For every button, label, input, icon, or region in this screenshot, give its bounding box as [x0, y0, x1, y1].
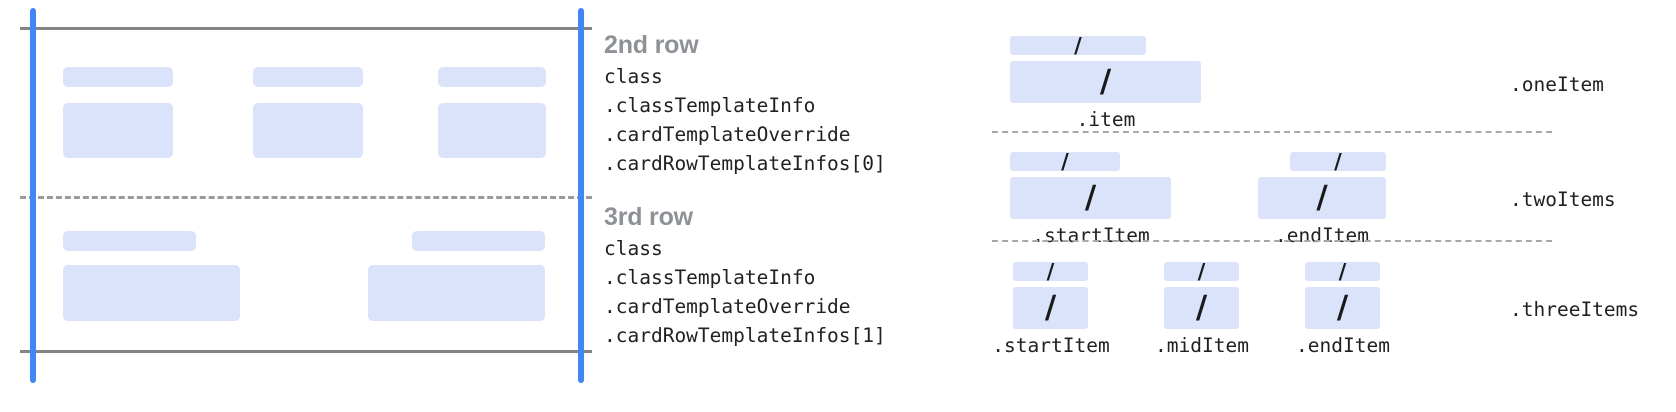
- code-line: .cardRowTemplateInfos[0]: [604, 152, 886, 175]
- item-cap-placeholder: /: [1013, 259, 1088, 283]
- placeholder-cap: [63, 67, 173, 87]
- slash-icon: /: [1336, 289, 1349, 326]
- row-heading: 2nd row: [604, 31, 699, 59]
- code-line: .cardTemplateOverride: [604, 123, 851, 146]
- row-heading: 3rd row: [604, 203, 693, 231]
- slash-icon: /: [1084, 179, 1097, 216]
- item-body-placeholder: /: [1010, 61, 1201, 103]
- item-template-diagram: //.item.oneItem //.startItem//.endItem.t…: [990, 0, 1676, 412]
- item-cap-placeholder: /: [1305, 259, 1380, 283]
- code-line: class: [604, 65, 663, 88]
- card-row-template-diagram: [0, 0, 592, 412]
- item-body-placeholder: /: [1164, 287, 1239, 329]
- item-group-label: .threeItems: [1510, 298, 1640, 321]
- row-annotation-column: 2nd row class .classTemplateInfo .cardTe…: [604, 0, 984, 412]
- slash-icon: /: [1338, 259, 1347, 283]
- code-line: .classTemplateInfo: [604, 266, 816, 289]
- slash-icon: /: [1044, 289, 1057, 326]
- annotation-block-2nd-row: 2nd row class .classTemplateInfo .cardTe…: [604, 28, 886, 178]
- item-cap-placeholder: /: [1010, 33, 1146, 57]
- card-row-divider: [20, 196, 592, 199]
- item-slot-label: .startItem: [992, 334, 1110, 357]
- code-line: class: [604, 237, 663, 260]
- card-right-edge-marker: [578, 8, 584, 383]
- placeholder-body: [368, 265, 545, 321]
- annotation-block-3rd-row: 3rd row class .classTemplateInfo .cardTe…: [604, 200, 886, 350]
- slash-icon: /: [1074, 33, 1082, 57]
- row-code-path: class .classTemplateInfo .cardTemplateOv…: [604, 62, 886, 178]
- code-line: .cardRowTemplateInfos[1]: [604, 324, 886, 347]
- slash-icon: /: [1046, 259, 1055, 283]
- slash-icon: /: [1195, 289, 1208, 326]
- slash-icon: /: [1316, 179, 1328, 216]
- item-cap-placeholder: /: [1164, 259, 1239, 283]
- row-code-path: class .classTemplateInfo .cardTemplateOv…: [604, 234, 886, 350]
- item-slot-label: .endItem: [1296, 334, 1390, 357]
- item-slot-label: .item: [1076, 108, 1136, 131]
- item-cap-placeholder: /: [1010, 149, 1120, 173]
- item-group-one-item: / / .item .oneItem: [990, 24, 1676, 134]
- slash-icon: /: [1061, 149, 1069, 173]
- item-group-label: .oneItem: [1510, 73, 1604, 96]
- item-cap-placeholder: /: [1290, 149, 1386, 173]
- slash-icon: /: [1334, 149, 1342, 173]
- card-top-border: [20, 27, 592, 30]
- item-slot-label: .startItem: [1032, 224, 1150, 247]
- code-line: .classTemplateInfo: [604, 94, 816, 117]
- placeholder-cap: [438, 67, 546, 87]
- item-slot-label: .midItem: [1155, 334, 1249, 357]
- slash-icon: /: [1099, 63, 1112, 100]
- placeholder-cap: [63, 231, 196, 251]
- item-body-placeholder: /: [1010, 177, 1171, 219]
- placeholder-body: [438, 103, 546, 158]
- placeholder-body: [63, 103, 173, 158]
- item-group-label: .twoItems: [1510, 188, 1616, 211]
- card-bottom-border: [20, 350, 592, 353]
- item-group-separator: [992, 240, 1552, 242]
- placeholder-cap: [412, 231, 545, 251]
- slash-icon: /: [1197, 259, 1206, 283]
- placeholder-body: [253, 103, 363, 158]
- item-group-three-items: / / .startItem / / .midItem / / .endItem .threeIt…: [990, 250, 1676, 360]
- item-body-placeholder: /: [1013, 287, 1088, 329]
- placeholder-cap: [253, 67, 363, 87]
- item-group-separator: [992, 131, 1552, 133]
- code-line: .cardTemplateOverride: [604, 295, 851, 318]
- card-left-edge-marker: [30, 8, 36, 383]
- item-slot-label: .endItem: [1275, 224, 1369, 247]
- item-body-placeholder: /: [1258, 177, 1386, 219]
- placeholder-body: [63, 265, 240, 321]
- item-group-two-items: //.startItem//.endItem.twoItems: [990, 140, 1676, 248]
- item-body-placeholder: /: [1305, 287, 1380, 329]
